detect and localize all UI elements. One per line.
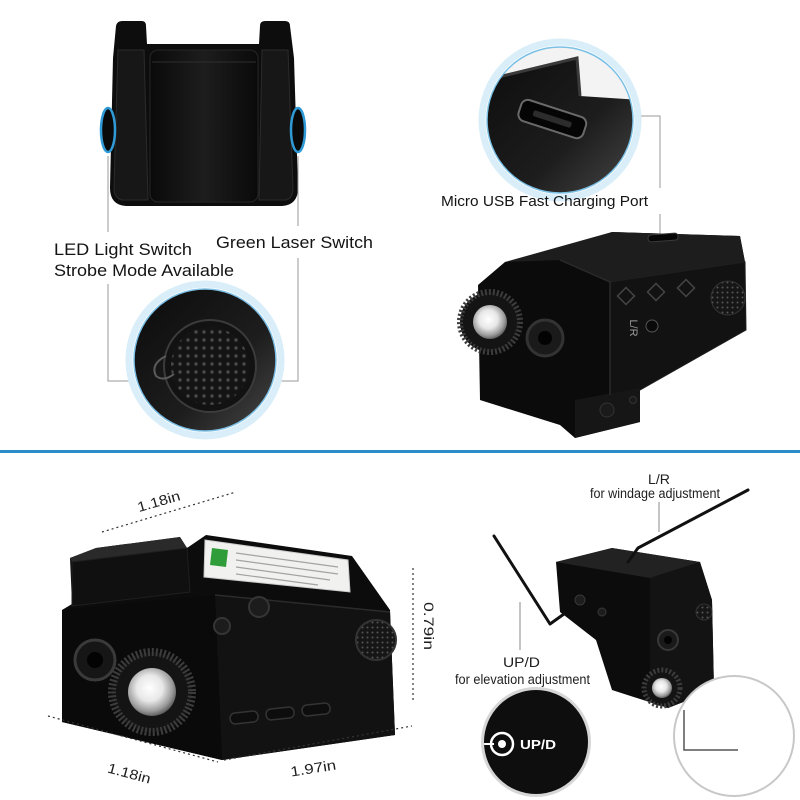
laser-warning-icon — [210, 548, 228, 567]
windage-label: L/R — [648, 472, 670, 487]
windage-screw — [645, 319, 659, 333]
device-top-face — [505, 232, 745, 282]
grip-slot — [229, 710, 259, 725]
led-switch-label: LED Light Switch — [54, 241, 192, 259]
adjustment-view: L/R for windage adjustment UP/D for elev… — [455, 472, 750, 709]
detail-zoom-circle — [673, 675, 795, 797]
sticker-line — [235, 559, 339, 575]
callout-lines — [107, 115, 661, 382]
zoom-glow-ring — [478, 38, 642, 202]
device-top-view — [99, 21, 307, 206]
windage-description: for windage adjustment — [590, 486, 720, 501]
side-knurled-button — [695, 603, 713, 621]
dim-line-top-width — [101, 491, 237, 533]
laser-switch-button — [289, 106, 307, 154]
rail-left — [113, 49, 149, 201]
elevation-label: UP/D — [503, 655, 540, 670]
rail-front — [71, 547, 191, 607]
diamond-mark — [646, 282, 666, 302]
side-face — [215, 595, 395, 760]
device-angled-view: L/R — [457, 232, 747, 438]
windage-detail-zoom — [673, 675, 795, 797]
grip-slot — [265, 706, 295, 721]
windage-hex-key — [626, 488, 750, 564]
callout-labels: LED Light Switch Strobe Mode Available G… — [54, 194, 648, 280]
device-edge — [487, 56, 582, 97]
side-knurled-button — [710, 280, 746, 316]
light-lens — [128, 668, 176, 716]
grip-slot — [301, 702, 331, 717]
light-lens — [473, 305, 507, 339]
side-ridge — [214, 594, 391, 613]
led-leader-line-lower — [107, 284, 133, 382]
laser-aperture-core — [664, 636, 672, 644]
knurl-dots — [171, 327, 249, 405]
dial-center-dot — [498, 740, 506, 748]
elevation-dial-zoom: UP/D — [481, 687, 591, 797]
section-divider — [0, 450, 800, 453]
side-grip-slots — [229, 702, 331, 725]
dim-line-length — [223, 725, 413, 761]
sticker-line — [235, 552, 339, 568]
zoom-glow-ring — [125, 280, 285, 440]
laser-switch-label: Green Laser Switch — [216, 234, 373, 252]
light-lens — [652, 678, 672, 698]
rail-hole-small — [629, 396, 637, 404]
corner-edge-line — [683, 710, 738, 751]
mount-hole — [574, 594, 586, 606]
device-edge-line — [559, 259, 611, 395]
laser-aperture-core — [538, 331, 552, 345]
dial-ring-icon — [489, 731, 515, 757]
side-knurled-button — [355, 619, 397, 661]
top-panel — [149, 49, 259, 203]
sticker-fine-print — [235, 552, 339, 586]
adjust-hole — [213, 617, 231, 635]
strobe-mode-label: Strobe Mode Available — [54, 262, 234, 280]
rail-top — [70, 537, 187, 562]
device-engraving: L/R — [627, 319, 639, 336]
dial-zoom-background — [484, 690, 588, 794]
diamond-mark — [616, 286, 636, 306]
dim-line-front-width — [47, 715, 219, 763]
sticker-line — [235, 573, 319, 586]
sticker-line — [235, 566, 331, 581]
dim-front-width: 1.18in — [106, 760, 153, 787]
dim-length: 1.97in — [289, 757, 337, 780]
zoom-border — [486, 46, 634, 194]
usb-port-small — [647, 232, 679, 243]
rail-right — [258, 49, 294, 201]
elevation-hex-key — [492, 534, 566, 626]
dimension-lines — [47, 491, 414, 763]
elevation-description: for elevation adjustment — [455, 672, 590, 687]
led-switch-zoom — [125, 280, 285, 440]
laser-leader-line-lower — [277, 258, 299, 382]
laser-aperture-core — [87, 652, 103, 668]
rail-hole — [599, 402, 615, 418]
diamond-mark — [676, 278, 696, 298]
usb-port-tongue — [532, 110, 572, 128]
mount-hole — [597, 607, 607, 617]
usb-leader-line-upper — [634, 115, 661, 188]
device-dimension-view — [62, 535, 397, 760]
dial-label: UP/D — [520, 738, 556, 752]
zoom-border — [133, 288, 277, 432]
dim-height: 0.79in — [421, 602, 437, 650]
led-switch-button — [99, 106, 117, 154]
usb-port-zoom — [478, 38, 642, 202]
side-diamond-marks — [616, 278, 696, 306]
usb-port-label: Micro USB Fast Charging Port — [441, 194, 648, 210]
adjust-hole — [248, 596, 270, 618]
switch-lever — [153, 355, 175, 380]
